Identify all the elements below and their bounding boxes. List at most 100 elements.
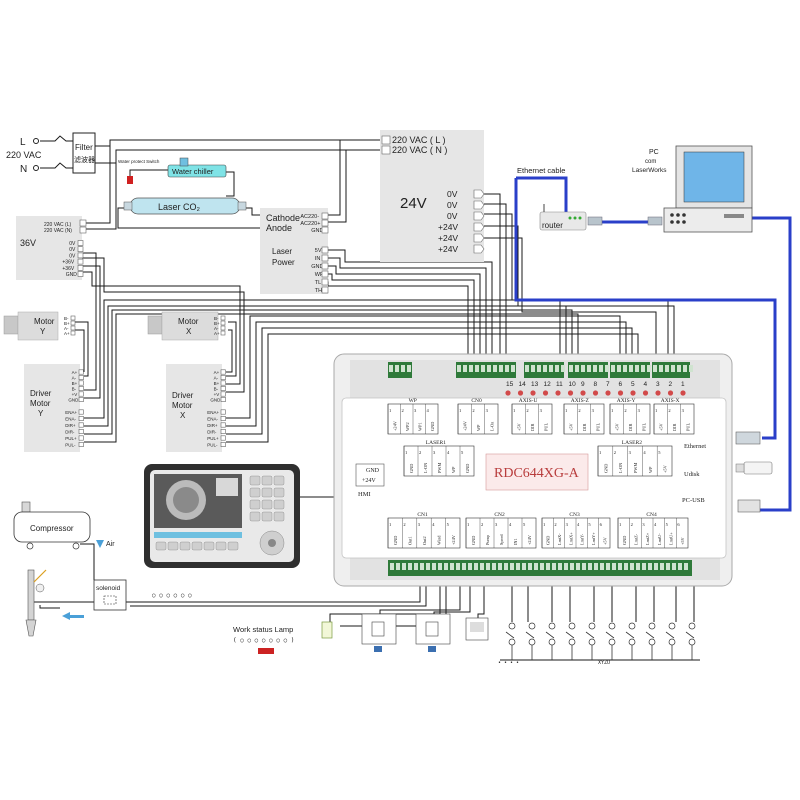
hmi-key <box>179 541 191 551</box>
top-pin-number: 6 <box>619 381 623 388</box>
psu-24v-output-label: +24V <box>438 222 458 232</box>
driver-pin-label: +V <box>72 392 78 397</box>
connector-title: CN3 <box>569 512 580 518</box>
driver-x: Driver Motor X A+A-B+B-+VGNDENA+ENA-DIR+… <box>166 364 226 452</box>
pin-number: 2 <box>624 408 626 413</box>
pin-label: LmtZ- <box>634 533 639 545</box>
hmi-key <box>261 511 273 522</box>
pin-number: 3 <box>629 450 632 455</box>
pin-number: 2 <box>578 408 580 413</box>
connector-title: AXIS-Z <box>571 398 590 404</box>
driver-pin-label: DIR+ <box>207 423 218 428</box>
cathode-label: Cathode <box>266 213 300 223</box>
driver-pin <box>78 435 84 441</box>
psu-24v-output-label: 0V <box>447 200 458 210</box>
pin-number: 2 <box>614 450 616 455</box>
limit-label: XYZU <box>598 660 610 666</box>
router-label: router <box>542 221 563 230</box>
pin-number: 5 <box>658 450 661 455</box>
motor-pin <box>70 315 76 321</box>
pin-number: 2 <box>403 522 405 527</box>
motor-pin-label: A- <box>214 326 219 331</box>
limit-switch-contact <box>628 622 636 630</box>
pin-number: 1 <box>513 408 515 413</box>
psu-24v-output-label: 0V <box>447 211 458 221</box>
driver-pin <box>78 428 84 434</box>
status-led <box>542 390 549 396</box>
pin-label: Out2 <box>422 536 427 545</box>
bottom-connector-blocks: 1GND2Out13Out24Wind5+24VCN11GND2Pump3Spe… <box>387 512 689 549</box>
hmi-pin-gnd: GND <box>366 468 380 474</box>
motor-pin-label: B+ <box>64 321 70 326</box>
pin-label: Pump <box>485 535 490 545</box>
hmi-panel <box>144 464 300 568</box>
pin-label: DIR <box>582 423 587 431</box>
pin-number: 1 <box>655 408 657 413</box>
pin-label: WP <box>451 466 456 473</box>
pin-number: 1 <box>543 522 545 527</box>
laser-power-label-2: Power <box>272 258 295 267</box>
laser-power-pin <box>321 286 329 294</box>
limit-switch-contact <box>688 638 696 646</box>
psu-36v-output-label: GND <box>66 272 78 278</box>
driver-pin-label: A+ <box>72 370 78 375</box>
pin-number: 4 <box>427 408 430 413</box>
pin-number: 2 <box>668 408 670 413</box>
motor-pin <box>70 320 76 326</box>
pin-label: DIR <box>672 423 677 431</box>
ethernet-plug <box>735 431 761 445</box>
pin-number: 4 <box>432 522 435 527</box>
driver-pin <box>78 441 84 447</box>
laser-power-pin <box>321 246 329 254</box>
pin-number: 3 <box>566 522 569 527</box>
pin-number: 4 <box>643 450 646 455</box>
psu-24v-input-l: 220 VAC ( L ) <box>392 135 446 145</box>
limit-switch-contact <box>548 638 556 646</box>
top-pin-number: 13 <box>531 381 539 388</box>
driver-pin-label: GND <box>210 398 221 403</box>
mains-input: L 220 VAC N Filter 滤波器 <box>6 132 96 175</box>
pin-label: LmtY- <box>580 533 585 545</box>
laser-power-pin <box>321 254 329 262</box>
pin-label: GND <box>622 536 627 545</box>
pin-number: 3 <box>638 408 641 413</box>
driver-y-label-1: Driver <box>30 389 52 398</box>
psu-36v-output-label: 0V <box>69 247 76 253</box>
limit-switch-contact <box>588 638 596 646</box>
driver-pin <box>220 435 226 441</box>
pin-label: GND <box>393 536 398 545</box>
pin-label: PWM <box>633 463 638 473</box>
limit-switch-contact <box>508 622 516 630</box>
driver-pin-label: B+ <box>72 381 78 386</box>
psu-36v-output-terminal <box>77 252 84 259</box>
driver-pin <box>78 409 84 415</box>
pin-number: 3 <box>642 522 645 527</box>
top-pin-number: 11 <box>556 381 563 388</box>
hmi-key <box>203 541 215 551</box>
laser-power-pin <box>321 219 329 227</box>
connector-title: CN2 <box>494 512 505 518</box>
psu-24v-input-n: 220 VAC ( N ) <box>392 145 447 155</box>
laser-power-pin-label: AC220- <box>300 214 319 220</box>
motor-pin <box>70 330 76 336</box>
limit-switch-contact <box>648 622 656 630</box>
pin-label: PUL <box>685 423 690 431</box>
pin-number: 6 <box>600 522 603 527</box>
laser-head <box>25 569 84 637</box>
laser-power-pin <box>321 262 329 270</box>
top-pin-number: 10 <box>569 381 577 388</box>
connector-title: AXIS-U <box>519 398 538 404</box>
laser-power-pin-label: GND <box>311 228 323 234</box>
connector-title: AXIS-X <box>661 398 680 404</box>
pin-number: 2 <box>526 408 528 413</box>
driver-pin <box>78 396 84 402</box>
status-led <box>667 390 674 396</box>
connector-title: AXIS-Y <box>617 398 636 404</box>
pin-label: +5V <box>680 536 685 545</box>
ethernet-port-label: Ethernet <box>684 443 706 450</box>
pin-number: 3 <box>495 522 498 527</box>
driver-pin <box>78 415 84 421</box>
